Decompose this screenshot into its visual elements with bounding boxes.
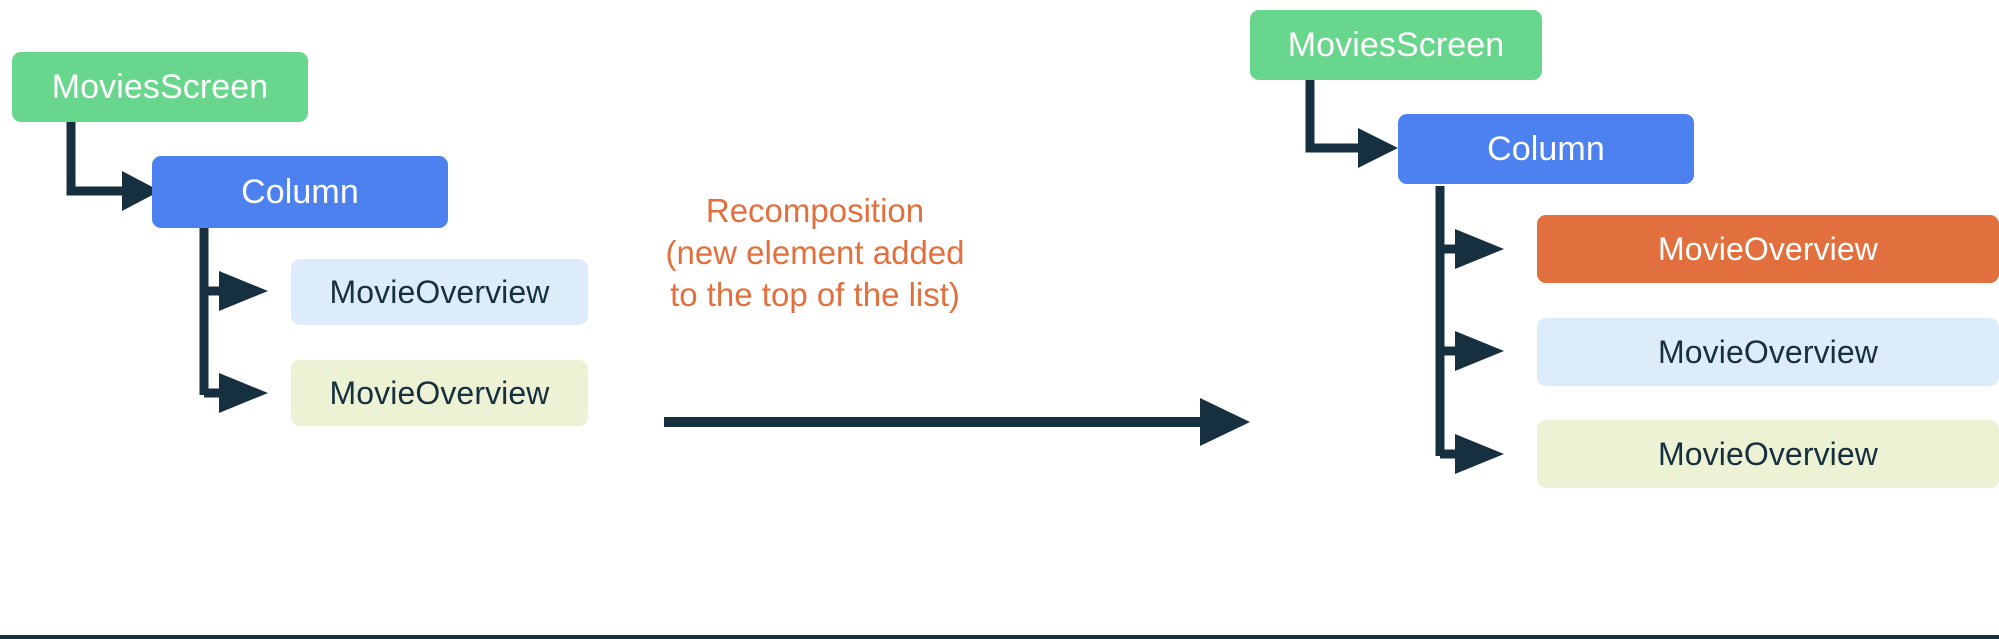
before-node-movie-overview-1[interactable]: MovieOverview [291,259,588,325]
after-node-movie-overview-1[interactable]: MovieOverview [1537,215,1999,283]
after-node-movie-overview-3[interactable]: MovieOverview [1537,420,1999,488]
after-node-movies-screen[interactable]: MoviesScreen [1250,10,1542,80]
transition-annotation: Recomposition (new element added to the … [660,190,970,317]
arrowhead-icon [1455,229,1504,269]
after-node-movie-overview-3-label: MovieOverview [1657,436,1879,472]
transition-annotation-line-2: (new element added [665,234,965,272]
connector-screen-to-column [66,122,125,196]
before-node-movies-screen-label: MoviesScreen [51,68,269,106]
arrowhead-icon [1455,331,1504,371]
before-node-movie-overview-2-label: MovieOverview [329,375,550,411]
arrowhead-icon [1455,434,1504,474]
after-node-movie-overview-2[interactable]: MovieOverview [1537,318,1999,386]
transition-annotation-line-1: Recomposition [705,192,925,229]
bottom-divider [0,635,1999,639]
before-node-movie-overview-1-label: MovieOverview [329,274,550,310]
connector-screen-to-column [1305,80,1362,153]
before-node-column[interactable]: Column [152,156,448,228]
before-node-movies-screen[interactable]: MoviesScreen [12,52,308,122]
arrowhead-icon [1358,128,1398,168]
arrowhead-icon [219,271,268,311]
before-node-column-label: Column [241,173,359,211]
after-node-movie-overview-2-label: MovieOverview [1657,334,1879,370]
after-node-column-label: Column [1487,130,1605,168]
arrowhead-icon [219,373,268,413]
transition-annotation-line-3: to the top of the list) [670,276,960,314]
after-node-movie-overview-1-label: MovieOverview [1657,231,1879,267]
before-node-movie-overview-2[interactable]: MovieOverview [291,360,588,426]
after-node-column[interactable]: Column [1398,114,1694,184]
after-node-movies-screen-label: MoviesScreen [1287,26,1505,64]
right-arrow-icon [1200,398,1250,446]
